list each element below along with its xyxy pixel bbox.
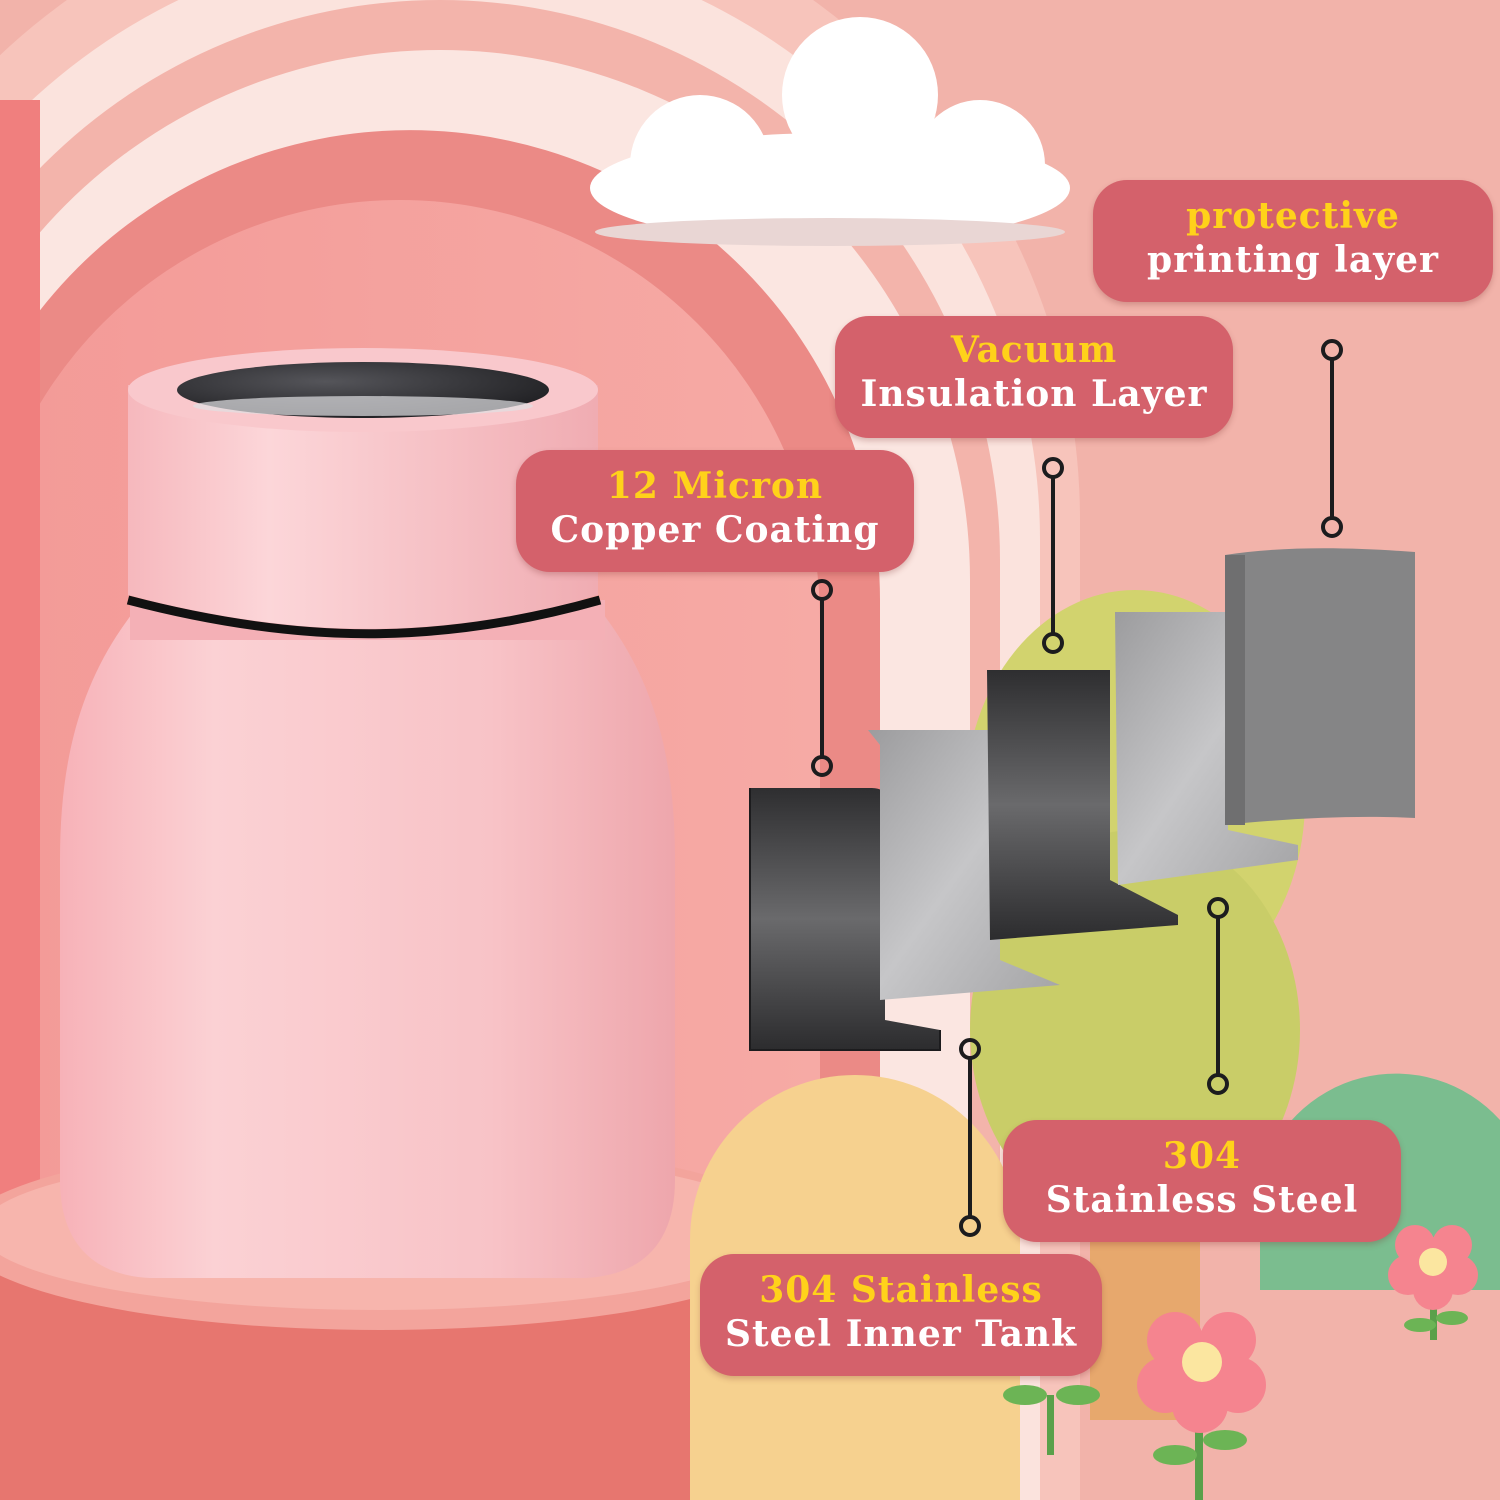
layer-panel-vacuum <box>987 670 1178 940</box>
sprout-icon <box>1003 1385 1100 1455</box>
label-stainless-inner-tank: 304 Stainless Steel Inner Tank <box>700 1254 1102 1376</box>
bottle-seal-ring <box>126 595 602 639</box>
label-highlight: Vacuum <box>950 329 1118 371</box>
flower-icon <box>1388 1225 1478 1340</box>
label-text: Stainless Steel <box>1045 1179 1359 1221</box>
layer-panel-steel-inner <box>1115 612 1298 885</box>
layer-panel-protective <box>1225 548 1415 825</box>
label-text: Insulation Layer <box>860 373 1208 415</box>
flower-icon <box>1137 1312 1266 1500</box>
label-highlight: protective <box>1186 195 1400 237</box>
label-highlight: 12 Micron <box>606 465 824 507</box>
layer-panel-steel-outer <box>868 730 1060 1000</box>
cloud-icon <box>590 17 1070 246</box>
label-highlight: 304 <box>1162 1135 1242 1177</box>
label-text: Steel Inner Tank <box>724 1313 1078 1355</box>
label-highlight: 304 Stainless <box>759 1269 1043 1311</box>
label-protective-printing-layer: protective printing layer <box>1093 180 1493 302</box>
layer-panel-copper <box>749 788 941 1051</box>
bottle-body <box>60 610 675 1278</box>
label-copper-coating: 12 Micron Copper Coating <box>516 450 914 572</box>
connector-lines <box>811 339 1343 1237</box>
bottle-lid <box>128 385 598 629</box>
label-text: Copper Coating <box>550 509 880 551</box>
label-vacuum-insulation-layer: Vacuum Insulation Layer <box>835 316 1233 438</box>
label-stainless-steel: 304 Stainless Steel <box>1003 1120 1401 1242</box>
thermos-bottle <box>60 348 675 1278</box>
label-text: printing layer <box>1147 239 1439 281</box>
